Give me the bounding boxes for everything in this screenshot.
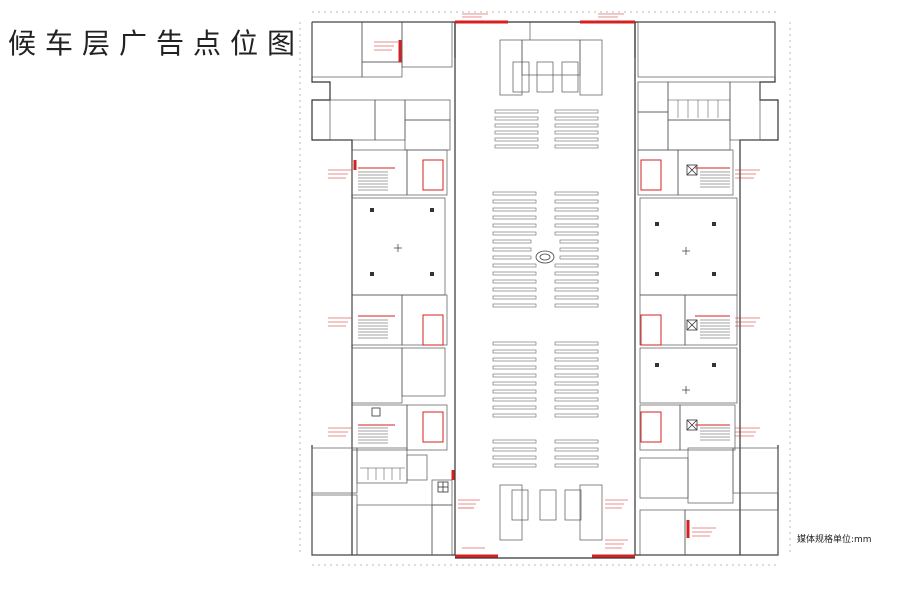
page-title: 候车层广告点位图 [8, 27, 305, 60]
compass-cross-icon [394, 244, 690, 394]
ad-placements [353, 20, 690, 558]
right-wing-rooms [637, 21, 779, 556]
center-fountain-icon [535, 250, 555, 264]
ad-annotations [328, 13, 760, 549]
unit-note: 媒体规格单位:mm [797, 535, 872, 545]
escalators [358, 99, 730, 480]
hall-top-structure [499, 22, 603, 541]
seating-icon [492, 109, 599, 468]
perimeter-ticks [299, 11, 791, 566]
left-wing-rooms [311, 21, 453, 556]
columns [370, 208, 716, 367]
ad-boxes [358, 159, 730, 443]
